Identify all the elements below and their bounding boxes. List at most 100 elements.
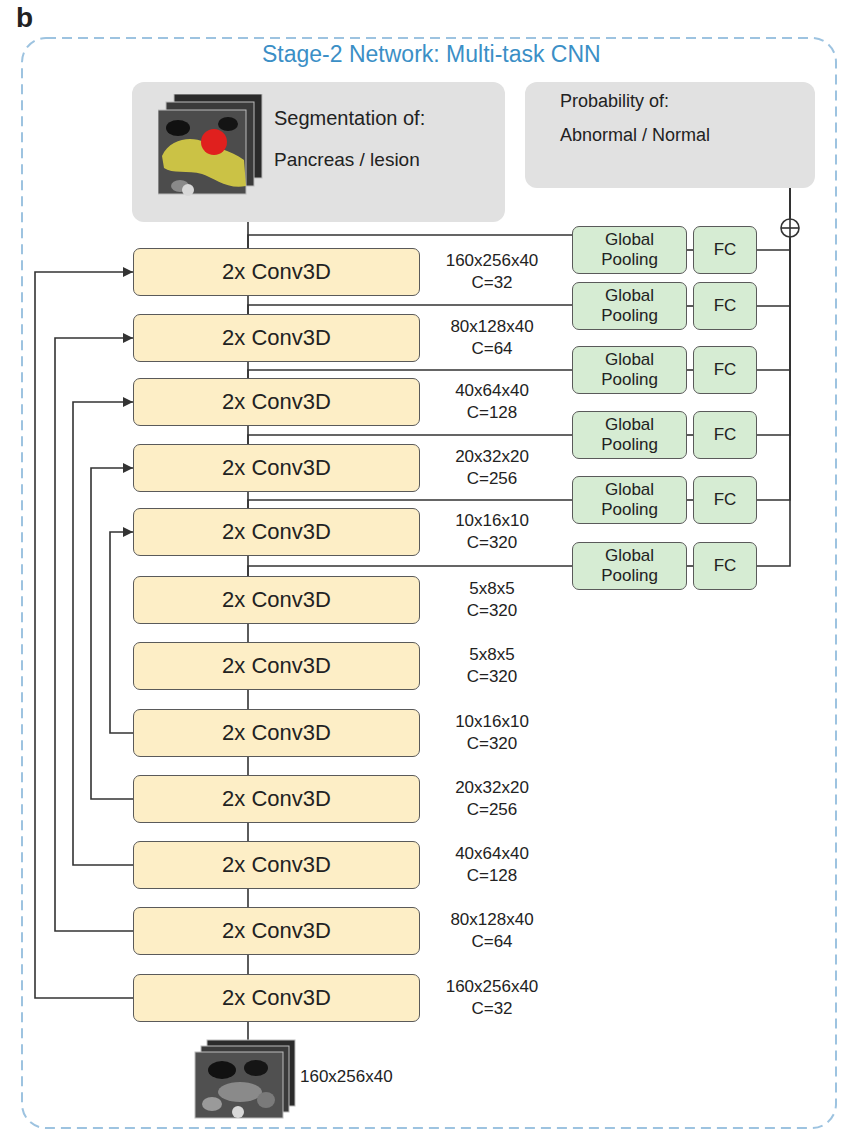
- connector: [248, 305, 572, 314]
- text-block: Global Pooling: [588, 546, 672, 586]
- text-block: 2x Conv3D: [222, 653, 331, 679]
- conv-block: 2x Conv3D: [133, 974, 420, 1022]
- text-block: Segmentation of: Pancreas / lesion: [274, 106, 425, 172]
- connector: [247, 296, 249, 314]
- text-block: FC: [714, 490, 737, 510]
- connector: [247, 426, 249, 444]
- connector: [55, 338, 133, 931]
- pooling-box: Global Pooling: [572, 411, 687, 459]
- input-line: [247, 1022, 249, 1040]
- fc-box: FC: [693, 542, 757, 590]
- node-text: FC: [714, 490, 737, 509]
- node-text: 2x Conv3D: [222, 325, 331, 350]
- conv-block: 2x Conv3D: [133, 378, 420, 426]
- connector: [35, 272, 133, 998]
- text-block: 2x Conv3D: [222, 325, 331, 351]
- node-text: Probability of:: [560, 90, 710, 112]
- connector: [757, 188, 790, 306]
- pooling-box: Global Pooling: [572, 282, 687, 330]
- node-text: 2x Conv3D: [222, 786, 331, 811]
- connector: [247, 222, 249, 248]
- text-block: 2x Conv3D: [222, 519, 331, 545]
- dimension-label: 10x16x10: [430, 510, 554, 532]
- node-text: 2x Conv3D: [222, 389, 331, 414]
- node-text: FC: [714, 556, 737, 575]
- dimension-label: C=128: [430, 865, 554, 887]
- node-text: 2x Conv3D: [222, 918, 331, 943]
- conv-block: 2x Conv3D: [133, 248, 420, 296]
- connector: [248, 370, 572, 378]
- text-block: 2x Conv3D: [222, 587, 331, 613]
- connector: [757, 188, 790, 500]
- pooling-box: Global Pooling: [572, 226, 687, 274]
- dimension-label: C=320: [430, 532, 554, 554]
- connector: [110, 532, 133, 733]
- node-text: Global Pooling: [601, 546, 658, 585]
- dimension-label: C=320: [430, 666, 554, 688]
- node-text: Pancreas / lesion: [274, 148, 425, 172]
- node-text: Global Pooling: [601, 286, 658, 325]
- conv-block: 2x Conv3D: [133, 642, 420, 690]
- node-text: 2x Conv3D: [222, 985, 331, 1010]
- node-text: 2x Conv3D: [222, 259, 331, 284]
- dimension-label: 160x256x40: [430, 250, 554, 272]
- text-block: 2x Conv3D: [222, 389, 331, 415]
- connector: [73, 402, 133, 865]
- node-text: 2x Conv3D: [222, 587, 331, 612]
- input-ct-stack: [195, 1040, 295, 1118]
- dimension-label: C=64: [430, 338, 554, 360]
- dimension-label: C=64: [430, 931, 554, 953]
- dimension-label: 20x32x20: [430, 777, 554, 799]
- connector: [248, 435, 572, 444]
- node-text: FC: [714, 296, 737, 315]
- text-block: Global Pooling: [588, 286, 672, 326]
- dimension-label: 10x16x10: [430, 711, 554, 733]
- node-text: FC: [714, 425, 737, 444]
- diagram-title: Stage-2 Network: Multi-task CNN: [262, 40, 601, 68]
- fc-box: FC: [693, 476, 757, 524]
- connector: [247, 624, 249, 642]
- connector: [247, 889, 249, 907]
- text-block: Global Pooling: [588, 350, 672, 390]
- connector: [247, 492, 249, 508]
- dimension-label: C=320: [430, 600, 554, 622]
- text-block: Global Pooling: [588, 480, 672, 520]
- connector: [757, 188, 790, 250]
- node-text: FC: [714, 240, 737, 259]
- conv-block: 2x Conv3D: [133, 314, 420, 362]
- connector: [248, 500, 572, 508]
- dimension-label: 80x128x40: [430, 316, 554, 338]
- connector: [757, 188, 790, 566]
- dashed-frame: [22, 38, 836, 1128]
- node-text: Global Pooling: [601, 230, 658, 269]
- connector: [247, 757, 249, 775]
- conv-block: 2x Conv3D: [133, 709, 420, 757]
- connector: [247, 823, 249, 841]
- dimension-label: 40x64x40: [430, 843, 554, 865]
- dimension-label: 5x8x5: [430, 578, 554, 600]
- connector: [757, 188, 790, 370]
- text-block: 2x Conv3D: [222, 852, 331, 878]
- text-block: FC: [714, 425, 737, 445]
- node-text: Global Pooling: [601, 415, 658, 454]
- panel-letter: b: [16, 2, 33, 34]
- text-block: FC: [714, 296, 737, 316]
- node-text: Global Pooling: [601, 350, 658, 389]
- dimension-label: 160x256x40: [300, 1066, 393, 1088]
- dimension-label: C=32: [430, 272, 554, 294]
- dimension-label: C=256: [430, 799, 554, 821]
- dimension-label: 160x256x40: [430, 976, 554, 998]
- sum-symbol: [781, 219, 799, 237]
- pooling-box: Global Pooling: [572, 476, 687, 524]
- text-block: Probability of:Abnormal / Normal: [560, 90, 710, 146]
- conv-block: 2x Conv3D: [133, 444, 420, 492]
- conv-block: 2x Conv3D: [133, 907, 420, 955]
- node-text: 2x Conv3D: [222, 519, 331, 544]
- node-text: Global Pooling: [601, 480, 658, 519]
- dimension-label: C=320: [430, 733, 554, 755]
- ct-thumbnail: [158, 94, 268, 206]
- conv-block: 2x Conv3D: [133, 841, 420, 889]
- fc-box: FC: [693, 226, 757, 274]
- dimension-label: C=256: [430, 468, 554, 490]
- node-text: Segmentation of:: [274, 106, 425, 130]
